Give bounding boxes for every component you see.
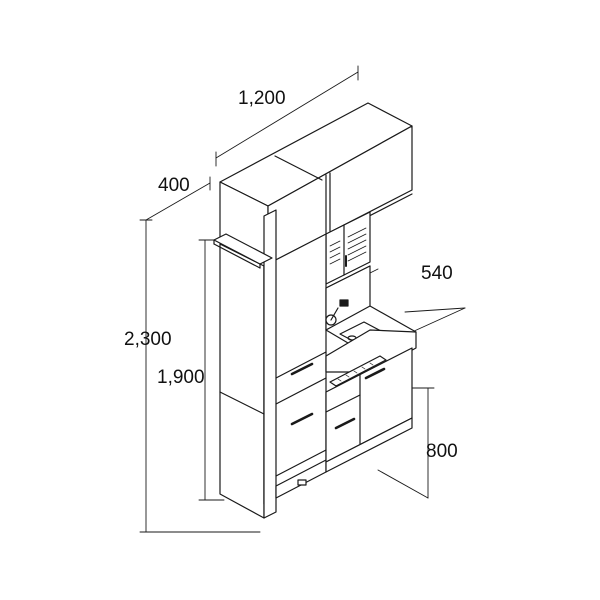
dimension-counter-depth-label: 540 bbox=[421, 263, 453, 284]
drawer-handle bbox=[334, 417, 356, 430]
dimension-counter-height-label: 800 bbox=[426, 441, 458, 462]
faucet-spout bbox=[330, 307, 339, 321]
sink-counter-front bbox=[325, 329, 417, 373]
towel-bar bbox=[329, 355, 387, 387]
door-handle bbox=[364, 367, 386, 380]
dimension-total-height-label: 2,300 bbox=[124, 329, 172, 350]
dimension-lines bbox=[139, 65, 466, 533]
towel-bar-slats bbox=[337, 362, 374, 382]
side-panel bbox=[263, 209, 277, 519]
dim-line-counter-depth bbox=[411, 307, 466, 333]
base-vent bbox=[297, 479, 307, 486]
tall-cabinet bbox=[213, 209, 327, 519]
sink-cabinet-base bbox=[325, 417, 413, 473]
dim-ext-line bbox=[377, 469, 429, 499]
tall-front-split bbox=[275, 449, 327, 477]
dimension-tall-height-label: 1,900 bbox=[157, 367, 205, 388]
shelf-edge bbox=[213, 243, 261, 269]
sink-unit bbox=[325, 265, 417, 473]
tall-side-split bbox=[219, 391, 265, 415]
dimension-width-label: 1,200 bbox=[238, 88, 286, 109]
upper-top-split bbox=[274, 155, 323, 181]
door-handle bbox=[290, 412, 314, 426]
dim-line-width bbox=[215, 71, 359, 159]
dimension-depth-label: 400 bbox=[158, 175, 190, 196]
dim-ext-line bbox=[404, 307, 466, 313]
drawer-handle bbox=[290, 362, 314, 376]
tall-cabinet-side bbox=[219, 243, 265, 519]
small-door-perforations bbox=[329, 227, 367, 265]
tall-front-split bbox=[275, 377, 327, 405]
dim-line-depth bbox=[145, 182, 211, 221]
faucet-knob-icon bbox=[339, 299, 349, 307]
sink-drawer-split bbox=[325, 394, 361, 413]
tall-cabinet-shelf bbox=[213, 233, 273, 265]
tall-front-split bbox=[275, 351, 327, 379]
